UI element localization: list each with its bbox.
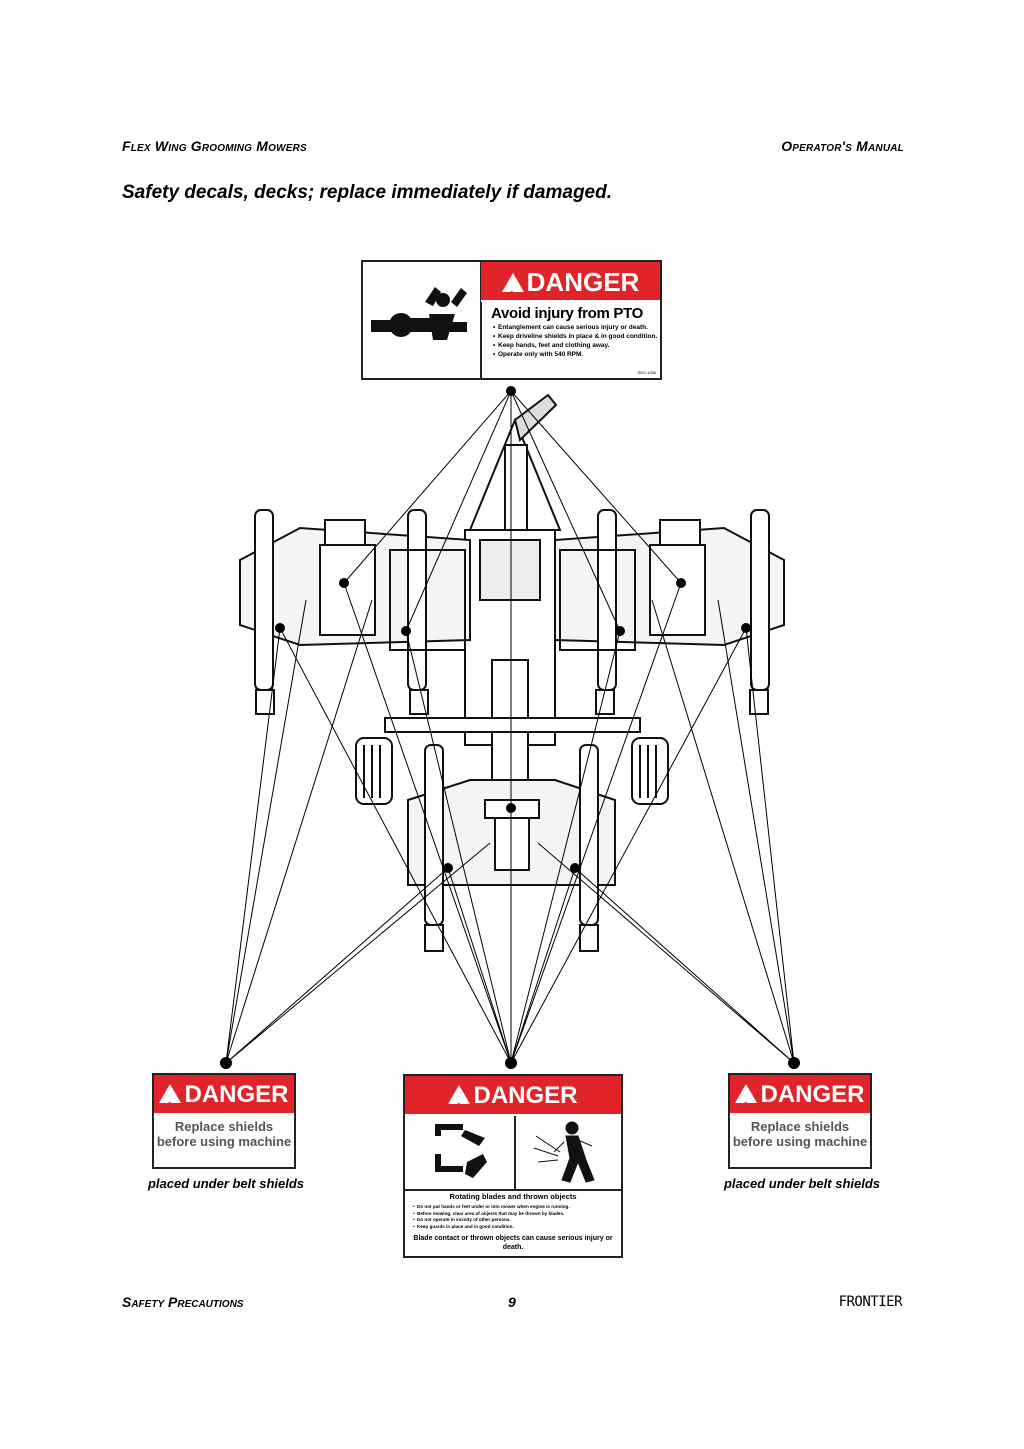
shield-caption-right: placed under belt shields [723, 1176, 881, 1191]
page-title: Safety decals, decks; replace immediatel… [122, 182, 613, 203]
shield-caption-left: placed under belt shields [147, 1176, 305, 1191]
footer-section: Safety Precautions [122, 1294, 244, 1310]
danger-signal-bar: DANGER [481, 262, 660, 316]
shield-danger-decal-right: DANGER Replace shields before using mach… [728, 1073, 872, 1169]
danger-signal-bar: DANGER [405, 1076, 621, 1128]
header-manual-title: Flex Wing Grooming Mowers [122, 138, 307, 154]
list-item: Do not operate in vicinity of other pers… [413, 1217, 617, 1224]
blades-bullet-list: Do not put hands or feet under or into m… [413, 1204, 617, 1230]
danger-signal-bar: DANGER [730, 1075, 870, 1127]
shield-message: Replace shields before using machine [732, 1119, 868, 1149]
blades-warning: Blade contact or thrown objects can caus… [413, 1235, 613, 1251]
list-item: Keep hands, feet and clothing away. [493, 341, 660, 350]
danger-signal-bar: DANGER [154, 1075, 294, 1127]
pto-danger-decal: DANGER Avoid injury from PTO Entanglemen… [361, 260, 662, 380]
shield-danger-decal-left: DANGER Replace shields before using mach… [152, 1073, 296, 1169]
list-item: Keep driveline shields in place & in goo… [493, 332, 660, 341]
decal-code: SDS-1056 [637, 370, 656, 375]
page-number: 9 [508, 1294, 516, 1310]
header-manual-type: Operator's Manual [781, 138, 904, 154]
shield-message: Replace shields before using machine [156, 1119, 292, 1149]
list-item: Do not put hands or feet under or into m… [413, 1204, 617, 1211]
blades-danger-decal: DANGER Rotating blades and thrown object… [403, 1074, 623, 1258]
pto-entanglement-icon [363, 262, 482, 378]
pto-bullet-list: Entanglement can cause serious injury or… [481, 323, 660, 359]
list-item: Keep guards in place and in good conditi… [413, 1224, 617, 1231]
hand-foot-blade-icon [435, 1124, 487, 1178]
list-item: Entanglement can cause serious injury or… [493, 323, 660, 332]
pto-heading: Avoid injury from PTO [491, 305, 644, 322]
list-item: Before mowing, clear area of objects tha… [413, 1211, 617, 1218]
list-item: Operate only with 540 RPM. [493, 350, 660, 359]
thrown-object-icon [533, 1121, 595, 1183]
blades-subheading: Rotating blades and thrown objects [449, 1192, 577, 1201]
footer-brand: FRONTIER [838, 1294, 903, 1310]
